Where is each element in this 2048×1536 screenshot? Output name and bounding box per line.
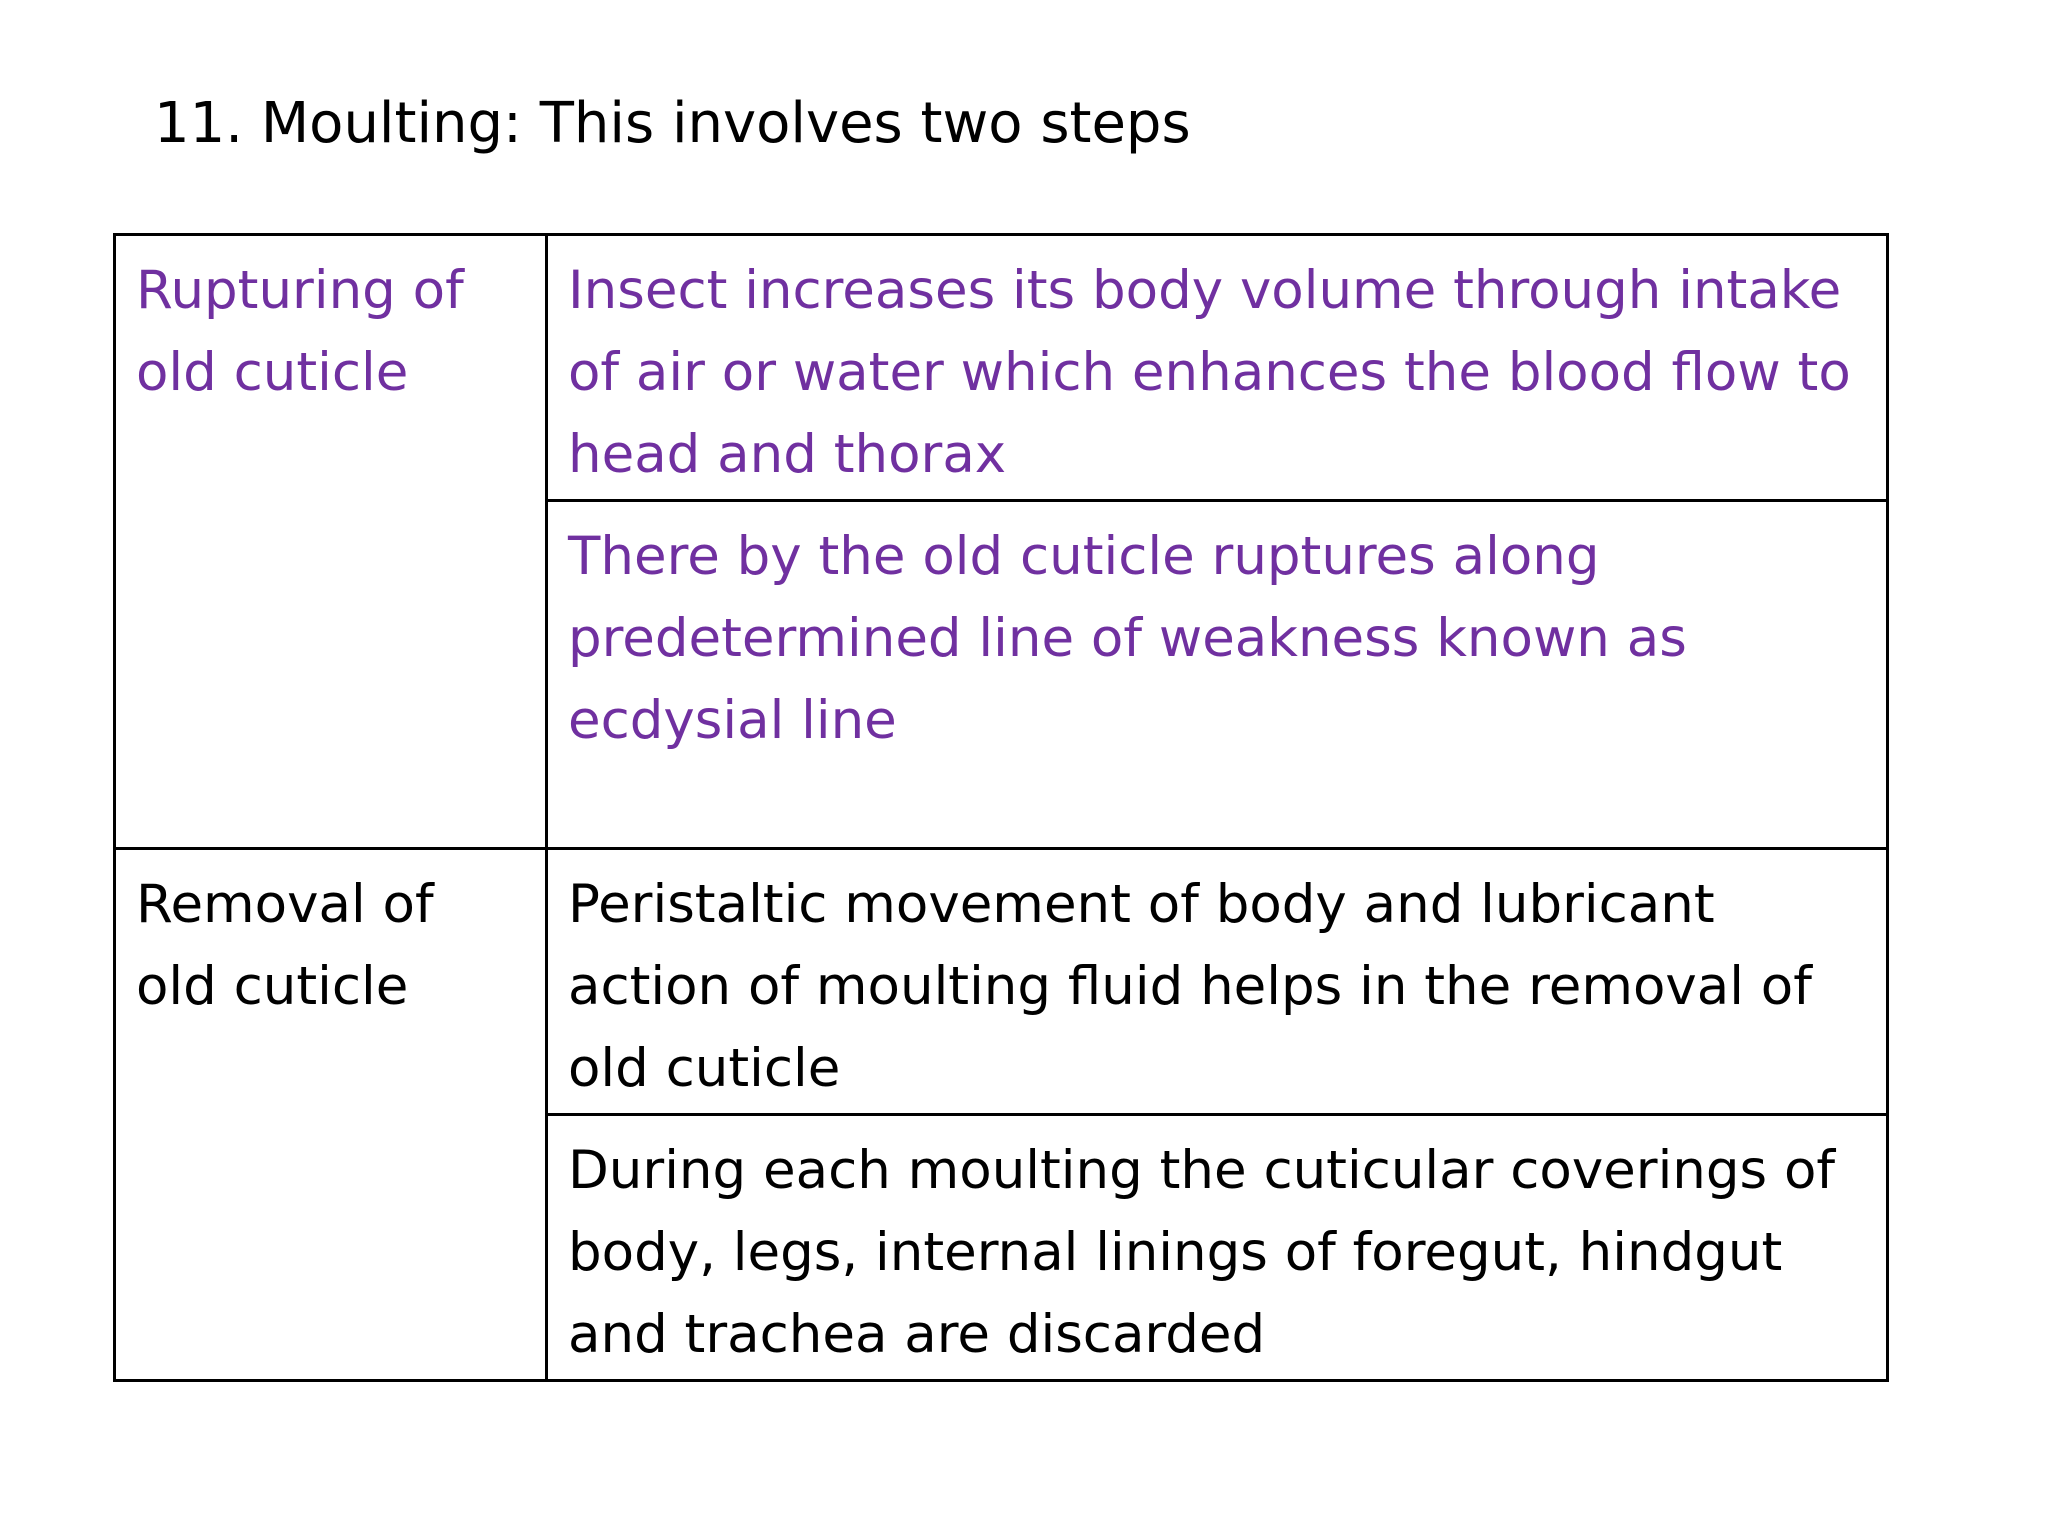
step-name-rupturing: Rupturing of old cuticle: [113, 233, 548, 850]
table-row: During each moulting the cuticular cover…: [115, 1113, 1889, 1382]
slide-title: 11. Moulting: This involves two steps: [154, 91, 1191, 156]
step-detail: There by the old cuticle ruptures along …: [545, 499, 1889, 850]
step-detail: During each moulting the cuticular cover…: [545, 1113, 1889, 1382]
table-row: There by the old cuticle ruptures along …: [115, 499, 1889, 850]
moulting-steps-table: Rupturing of old cuticle Insect increase…: [113, 233, 1889, 1382]
step-name-removal: Removal of old cuticle: [113, 847, 548, 1382]
step-detail: Insect increases its body volume through…: [545, 233, 1889, 502]
table-row: Removal of old cuticle Peristaltic movem…: [113, 847, 1889, 1382]
table-row: Rupturing of old cuticle Insect increase…: [113, 233, 1889, 850]
step-detail: Peristaltic movement of body and lubrica…: [545, 847, 1889, 1116]
